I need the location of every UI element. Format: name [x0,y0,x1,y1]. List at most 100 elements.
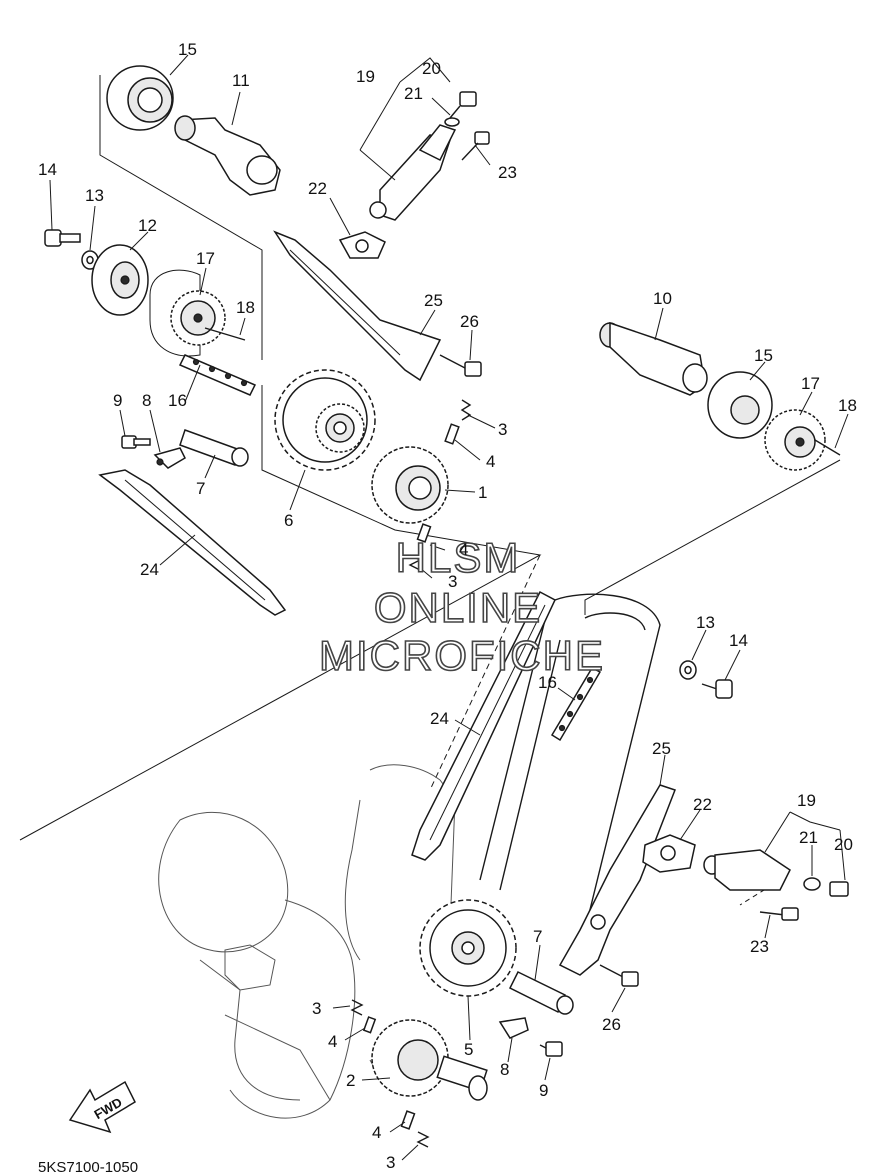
callout-24: 24 [140,560,159,579]
chain-guide-24-lower [411,590,556,861]
plunger-4-mid [416,523,432,543]
spring-3-lower [416,1131,430,1148]
callout-leader-lines [49,54,849,1161]
tensioner-guide-25-lower [558,784,676,976]
spring-3-upper [460,399,472,421]
callout-3-mid: 3 [448,572,457,591]
assembly-frame-lines [19,75,841,906]
cam-sprocket-plate-12 [91,244,149,316]
callout-25-lower: 25 [652,739,671,758]
callout-15-right: 15 [754,346,773,365]
callout-8-lower: 8 [500,1060,509,1079]
callout-21: 21 [404,84,423,103]
cam-sprocket-17-right [764,409,826,471]
plunger-4-lower-left [362,1016,377,1034]
callout-18: 18 [236,298,255,317]
callout-19-lower: 19 [797,791,816,810]
bearing-15-right [707,371,773,439]
callout-26: 26 [460,312,479,331]
idle-gear-6 [274,369,376,471]
bolt-20-upper [449,91,477,119]
callout-13: 13 [85,186,104,205]
callout-23-lower: 23 [750,937,769,956]
bolt-14-lower [701,679,733,699]
timing-chain-16-upper [178,354,257,396]
callout-24-lower: 24 [430,709,449,728]
shaft-7-upper [179,429,249,467]
callout-21-lower: 21 [799,828,818,847]
plunger-4-lower [400,1110,416,1130]
diagram-code: 5KS7100-1050 [38,1159,138,1175]
watermark: HLSM ONLINE MICROFICHE [318,533,605,680]
bolt-23-lower [759,907,799,921]
tensioner-guide-25-upper [273,230,442,382]
bolt-14-upper [44,229,81,247]
callout-25: 25 [424,291,443,310]
timing-chain-loop [479,593,661,931]
chain-guide-24-upper [98,469,287,616]
gasket-22-upper [338,231,386,259]
pin-18-right [814,439,841,456]
callout-16-lower: 16 [538,673,557,692]
callout-5: 5 [464,1040,473,1059]
forward-direction-arrow: FWD [68,1080,136,1134]
pin-18-upper [204,327,246,341]
callout-4-lower-left: 4 [328,1032,337,1051]
callout-22-lower: 22 [693,795,712,814]
stopper-8-lower [498,1017,529,1039]
guide-bolt-9-lower [539,1041,563,1057]
tensioner-19-upper [369,124,457,221]
callout-4: 4 [486,452,495,471]
callout-17: 17 [196,249,215,268]
washer-21-lower [803,877,821,891]
watermark-line-3: MICROFICHE [319,632,605,679]
shaft-7-lower [508,970,574,1015]
callout-20-lower: 20 [834,835,853,854]
callout-6: 6 [284,511,293,530]
bolt-26-lower [599,964,639,987]
callout-2: 2 [346,1071,355,1090]
callout-3: 3 [498,420,507,439]
bearing-15-upper [106,65,174,131]
callout-3-lower: 3 [386,1153,395,1172]
callout-17-right: 17 [801,374,820,393]
bolt-26-upper [439,354,482,377]
callout-3-lower-left: 3 [312,999,321,1018]
tensioner-19-lower [703,849,791,891]
callout-14-lower: 14 [729,631,748,650]
watermark-line-1: HLSM [396,534,521,581]
stopper-8-upper [153,447,186,469]
callout-16: 16 [168,391,187,410]
callout-7: 7 [196,479,205,498]
spring-3-lower-left [350,999,364,1016]
callout-4-mid: 4 [459,540,468,559]
callout-15: 15 [178,40,197,59]
callout-11: 11 [232,71,250,90]
callout-14: 14 [38,160,57,179]
gasket-22-lower [642,834,696,873]
callout-23: 23 [498,163,517,182]
washer-13-lower [679,660,697,680]
callout-7-lower: 7 [533,927,542,946]
watermark-line-2: ONLINE [374,584,542,631]
callout-labels: 15 11 19 20 21 23 14 13 22 12 17 18 25 2… [38,40,857,1172]
callout-18-right: 18 [838,396,857,415]
idle-gear-5 [419,899,517,997]
callout-10: 10 [653,289,672,308]
bolt-20-lower [829,881,849,897]
callout-20: 20 [422,59,441,78]
callout-4-lower: 4 [372,1123,381,1142]
callout-13-lower: 13 [696,613,715,632]
callout-26-lower: 26 [602,1015,621,1034]
chain-links-16-lower [550,667,602,742]
callout-19: 19 [356,67,375,86]
cam-sprocket-17-upper [149,269,226,357]
callout-8: 8 [142,391,151,410]
callout-9: 9 [113,391,122,410]
callout-9-lower: 9 [539,1081,548,1100]
washer-21-upper [444,117,460,127]
spring-3-mid [408,554,422,571]
plunger-4-upper [444,423,460,445]
